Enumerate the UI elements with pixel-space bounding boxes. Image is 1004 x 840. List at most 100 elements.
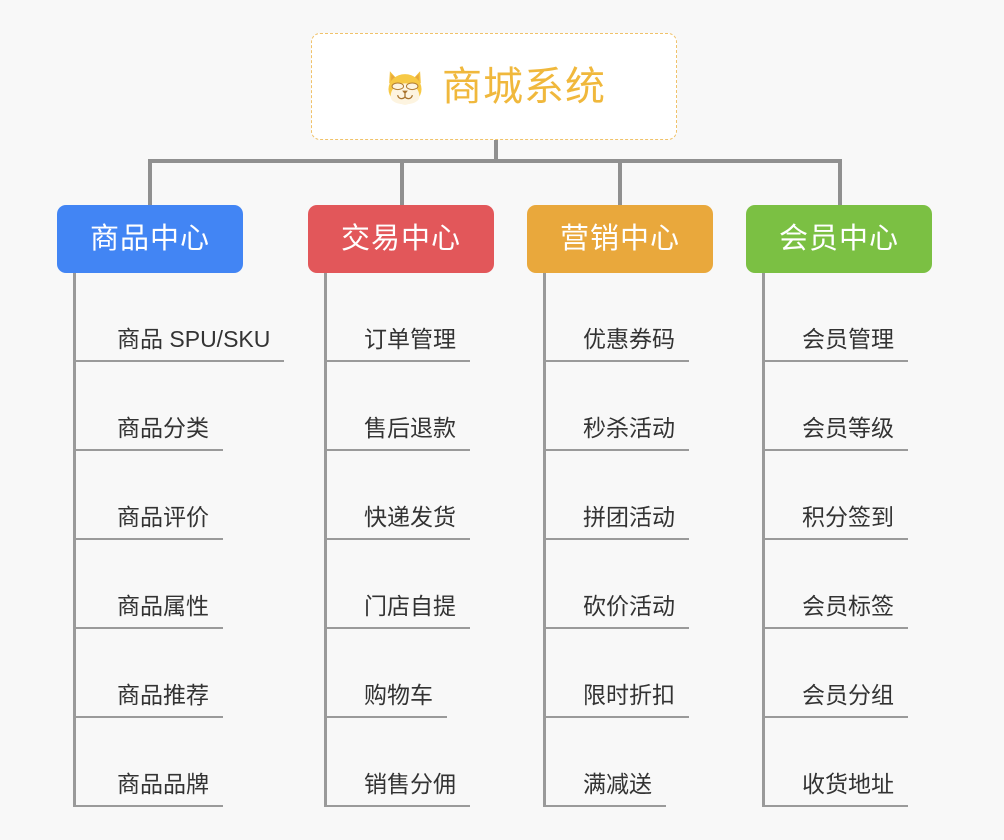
category-column-3: 营销中心优惠券码秒杀活动拼团活动砍价活动限时折扣满减送 — [527, 205, 713, 807]
leaf-item[interactable]: 销售分佣 — [324, 718, 470, 807]
leaf-underline — [324, 449, 470, 451]
leaf-underline — [762, 449, 908, 451]
leaf-label: 订单管理 — [364, 326, 456, 352]
root-node[interactable]: 商城系统 — [311, 33, 677, 140]
leaf-underline — [543, 538, 689, 540]
leaf-underline — [762, 627, 908, 629]
leaf-label: 砍价活动 — [583, 593, 675, 619]
leaf-underline — [324, 360, 470, 362]
leaf-label: 商品推荐 — [117, 682, 209, 708]
leaf-item[interactable]: 商品品牌 — [73, 718, 270, 807]
leaf-underline — [324, 627, 470, 629]
leaf-underline — [73, 360, 284, 362]
category-label: 营销中心 — [559, 222, 680, 255]
category-label: 交易中心 — [340, 222, 461, 255]
leaf-item[interactable]: 商品 SPU/SKU — [73, 273, 284, 362]
leaf-item[interactable]: 收货地址 — [762, 718, 908, 807]
leaf-label: 会员标签 — [802, 593, 894, 619]
leaf-underline — [324, 716, 447, 718]
leaf-underline — [543, 716, 689, 718]
leaf-label: 优惠券码 — [583, 326, 675, 352]
leaf-label: 会员等级 — [802, 415, 894, 441]
connector-horizontal-bus — [148, 159, 840, 163]
leaf-underline — [762, 360, 908, 362]
category-spine-1 — [73, 273, 76, 807]
leaf-item[interactable]: 会员等级 — [762, 362, 908, 451]
leaf-item[interactable]: 砍价活动 — [543, 540, 689, 629]
leaf-label: 门店自提 — [364, 593, 456, 619]
leaf-underline — [762, 805, 908, 807]
category-spine-4 — [762, 273, 765, 807]
category-box-3[interactable]: 营销中心 — [527, 205, 713, 273]
leaf-item[interactable]: 商品推荐 — [73, 629, 270, 718]
category-column-4: 会员中心会员管理会员等级积分签到会员标签会员分组收货地址 — [746, 205, 932, 807]
leaf-item[interactable]: 满减送 — [543, 718, 675, 807]
leaf-item[interactable]: 优惠券码 — [543, 273, 689, 362]
category-column-2: 交易中心订单管理售后退款快递发货门店自提购物车销售分佣 — [308, 205, 494, 807]
leaf-label: 商品 SPU/SKU — [117, 326, 271, 352]
leaf-label: 拼团活动 — [583, 504, 675, 530]
connector-drop-2 — [400, 159, 404, 205]
leaf-label: 快递发货 — [364, 504, 456, 530]
leaf-item[interactable]: 会员管理 — [762, 273, 908, 362]
leaf-item[interactable]: 商品评价 — [73, 451, 270, 540]
leaf-underline — [73, 538, 223, 540]
leaf-label: 售后退款 — [364, 415, 456, 441]
leaf-underline — [543, 449, 689, 451]
leaf-list-4: 会员管理会员等级积分签到会员标签会员分组收货地址 — [762, 273, 908, 807]
leaf-item[interactable]: 快递发货 — [324, 451, 470, 540]
category-column-1: 商品中心商品 SPU/SKU 商品分类商品评价商品属性商品推荐商品品牌 — [57, 205, 284, 807]
leaf-underline — [324, 538, 470, 540]
connector-drop-3 — [618, 159, 622, 205]
leaf-underline — [73, 449, 223, 451]
connector-root-stem — [494, 140, 498, 162]
leaf-label: 商品分类 — [117, 415, 209, 441]
leaf-label: 积分签到 — [802, 504, 894, 530]
leaf-label: 商品品牌 — [117, 771, 209, 797]
root-title: 商城系统 — [442, 64, 606, 109]
leaf-item[interactable]: 秒杀活动 — [543, 362, 689, 451]
category-spine-2 — [324, 273, 327, 807]
leaf-item[interactable]: 商品分类 — [73, 362, 270, 451]
shiba-dog-face-icon — [388, 70, 422, 105]
leaf-underline — [73, 716, 223, 718]
leaf-item[interactable]: 商品属性 — [73, 540, 270, 629]
category-spine-3 — [543, 273, 546, 807]
connector-drop-1 — [148, 159, 152, 205]
leaf-list-2: 订单管理售后退款快递发货门店自提购物车销售分佣 — [324, 273, 470, 807]
leaf-item[interactable]: 售后退款 — [324, 362, 470, 451]
leaf-item[interactable]: 积分签到 — [762, 451, 908, 540]
leaf-label: 购物车 — [364, 682, 433, 708]
leaf-label: 商品属性 — [117, 593, 209, 619]
leaf-underline — [543, 627, 689, 629]
leaf-label: 秒杀活动 — [583, 415, 675, 441]
leaf-label: 满减送 — [583, 771, 652, 797]
leaf-item[interactable]: 订单管理 — [324, 273, 470, 362]
leaf-item[interactable]: 拼团活动 — [543, 451, 689, 540]
leaf-underline — [762, 716, 908, 718]
leaf-label: 商品评价 — [117, 504, 209, 530]
leaf-underline — [324, 805, 470, 807]
category-box-4[interactable]: 会员中心 — [746, 205, 932, 273]
leaf-item[interactable]: 限时折扣 — [543, 629, 689, 718]
leaf-item[interactable]: 会员分组 — [762, 629, 908, 718]
leaf-item[interactable]: 购物车 — [324, 629, 456, 718]
category-box-2[interactable]: 交易中心 — [308, 205, 494, 273]
leaf-label: 会员管理 — [802, 326, 894, 352]
leaf-underline — [73, 627, 223, 629]
leaf-label: 限时折扣 — [583, 682, 675, 708]
leaf-list-1: 商品 SPU/SKU 商品分类商品评价商品属性商品推荐商品品牌 — [73, 273, 284, 807]
leaf-item[interactable]: 门店自提 — [324, 540, 470, 629]
leaf-list-3: 优惠券码秒杀活动拼团活动砍价活动限时折扣满减送 — [543, 273, 689, 807]
category-label: 会员中心 — [778, 222, 899, 255]
leaf-underline — [543, 805, 666, 807]
category-box-1[interactable]: 商品中心 — [57, 205, 243, 273]
leaf-label: 收货地址 — [802, 771, 894, 797]
leaf-item[interactable]: 会员标签 — [762, 540, 908, 629]
leaf-underline — [762, 538, 908, 540]
leaf-label: 销售分佣 — [364, 771, 456, 797]
connector-drop-4 — [838, 159, 842, 205]
leaf-label: 会员分组 — [802, 682, 894, 708]
leaf-underline — [543, 360, 689, 362]
